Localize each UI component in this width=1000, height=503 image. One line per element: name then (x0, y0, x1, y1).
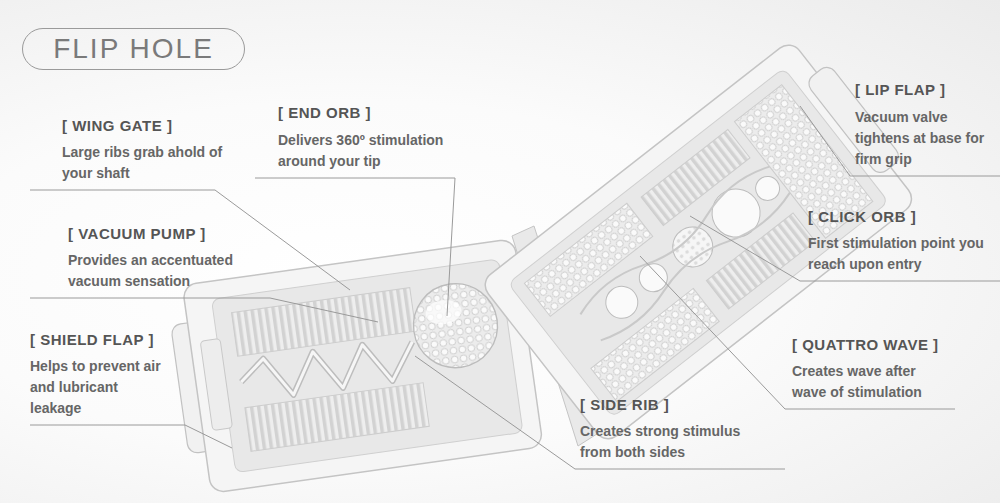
part-description: Vacuum valve tightens at base for firm g… (855, 107, 987, 170)
leader-line (255, 178, 455, 316)
part-description: Provides an accentuated vacuum sensation (68, 250, 268, 292)
leader-line (30, 298, 378, 322)
part-description: Large ribs grab ahold of your shaft (62, 142, 227, 184)
part-description: Helps to prevent air and lubricant leaka… (30, 356, 165, 419)
leader-line (800, 106, 1000, 176)
part-name: [ VACUUM PUMP ] (68, 224, 206, 244)
part-description: Delivers 360º stimulation around your ti… (278, 130, 488, 172)
part-name: [ SHIELD FLAP ] (30, 330, 154, 350)
title-frame: FLIP HOLE (22, 28, 245, 70)
leader-line (640, 256, 955, 409)
part-description: Creates wave after wave of stimulation (792, 361, 950, 403)
leader-line (690, 216, 1000, 281)
part-name: [ WING GATE ] (62, 116, 172, 136)
part-description: Creates strong stimulus from both sides (580, 421, 768, 463)
part-name: [ END ORB ] (278, 103, 371, 123)
part-name: [ SIDE RIB ] (580, 395, 669, 415)
part-name: [ CLICK ORB ] (808, 207, 916, 227)
part-name: [ LIP FLAP ] (855, 80, 945, 100)
leader-line (415, 356, 785, 469)
part-name: [ QUATTRO WAVE ] (792, 335, 939, 355)
part-description: First stimulation point you reach upon e… (808, 233, 990, 275)
diagram-title: FLIP HOLE (53, 33, 214, 65)
leader-line (30, 425, 232, 448)
